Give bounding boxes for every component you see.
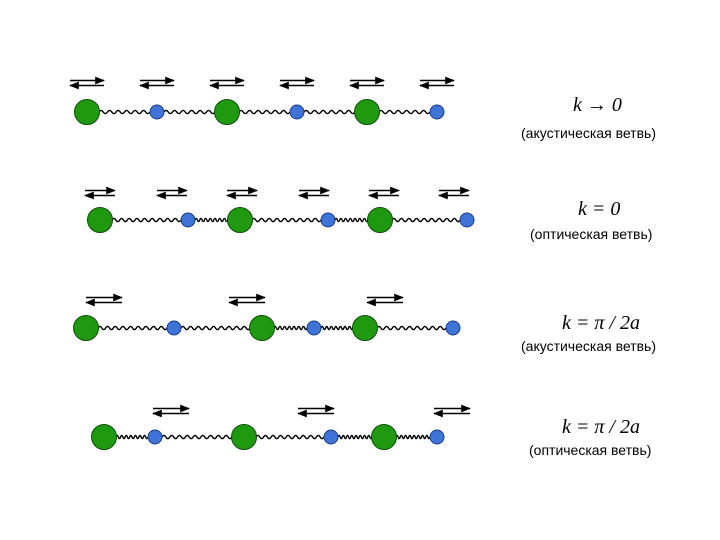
light-atom [150, 105, 164, 119]
spring [256, 435, 324, 438]
atom-chain [92, 425, 445, 450]
light-atom [460, 213, 474, 227]
spring [396, 435, 430, 438]
spring [274, 326, 307, 329]
branch-label: (оптическая ветвь) [529, 442, 651, 458]
spring [195, 218, 228, 221]
atom-chain [88, 208, 475, 233]
spring [98, 326, 167, 329]
displacement-arrows [153, 409, 470, 414]
row-optical-k-0: k = 0 (оптическая ветвь) [85, 191, 652, 243]
wavevector-formula: k = π / 2a [562, 312, 640, 334]
heavy-atom [215, 100, 240, 125]
heavy-atom [372, 425, 397, 450]
heavy-atom [353, 316, 378, 341]
branch-label: (акустическая ветвь) [521, 338, 656, 354]
spring [162, 435, 232, 438]
displacement-arrows [85, 191, 469, 196]
light-atom [181, 213, 195, 227]
spring [239, 110, 290, 113]
light-atom [430, 430, 444, 444]
row-optical-k-pi-2a: k = π / 2a (оптическая ветвь) [92, 409, 652, 459]
wavevector-formula: k → 0 [573, 94, 622, 116]
heavy-atom [92, 425, 117, 450]
spring [392, 218, 460, 221]
row-acoustic-k-to-0: k → 0 (акустическая ветвь) [70, 81, 656, 142]
wavevector-formula: k = π / 2a [562, 416, 640, 438]
displacement-arrows [86, 298, 403, 303]
spring [377, 326, 446, 329]
heavy-atom [250, 316, 275, 341]
atom-chain [75, 100, 445, 125]
heavy-atom [75, 100, 100, 125]
spring [181, 326, 250, 329]
light-atom [430, 105, 444, 119]
light-atom [167, 321, 181, 335]
heavy-atom [74, 316, 99, 341]
light-atom [290, 105, 304, 119]
spring [321, 326, 353, 329]
spring [116, 435, 148, 438]
heavy-atom [88, 208, 113, 233]
light-atom [324, 430, 338, 444]
spring [338, 435, 372, 438]
spring [164, 110, 215, 113]
light-atom [321, 213, 335, 227]
branch-label: (оптическая ветвь) [530, 226, 652, 242]
light-atom [446, 321, 460, 335]
heavy-atom [228, 208, 253, 233]
spring [304, 110, 355, 113]
heavy-atom [355, 100, 380, 125]
light-atom [307, 321, 321, 335]
spring [252, 218, 321, 221]
heavy-atom [368, 208, 393, 233]
spring [335, 218, 368, 221]
branch-label: (акустическая ветвь) [521, 125, 656, 141]
atom-chain [74, 316, 461, 341]
row-acoustic-k-pi-2a: k = π / 2a (акустическая ветвь) [74, 298, 656, 355]
light-atom [148, 430, 162, 444]
heavy-atom [232, 425, 257, 450]
wavevector-formula: k = 0 [578, 198, 620, 220]
spring [99, 110, 150, 113]
spring [112, 218, 181, 221]
spring [379, 110, 430, 113]
displacement-arrows [70, 81, 454, 86]
